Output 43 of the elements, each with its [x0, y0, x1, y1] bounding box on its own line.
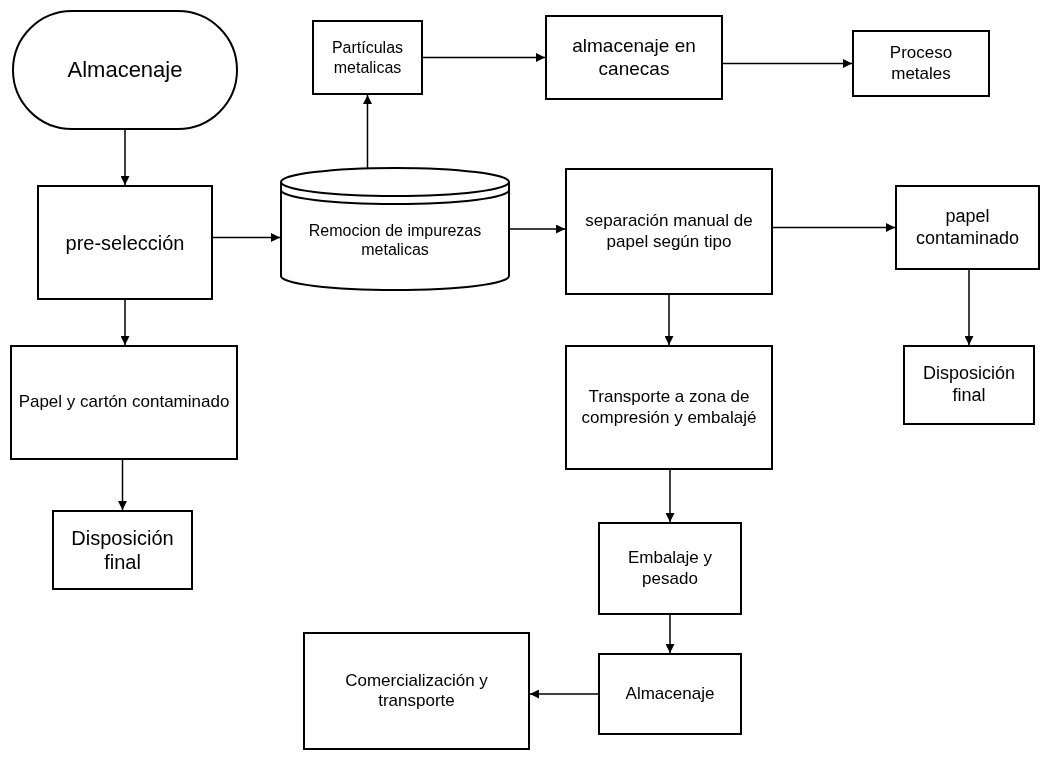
- process-box: [303, 632, 530, 750]
- arrow: [722, 59, 853, 68]
- process-box: [565, 345, 773, 470]
- process-box: [903, 345, 1035, 425]
- node-label: almacenaje en canecas: [571, 34, 697, 81]
- node-label: Remocion de impurezas metalicas: [307, 220, 483, 260]
- node-label: Partículas metalicas: [330, 38, 405, 77]
- process-box: [312, 20, 423, 95]
- process-box: [852, 30, 990, 97]
- arrow: [422, 53, 546, 62]
- arrow: [529, 689, 599, 699]
- node-label: separación manual de papel según tipo: [584, 211, 754, 252]
- process-box: [598, 522, 742, 615]
- arrow: [120, 129, 130, 186]
- node-label: Embalaje y pesado: [626, 548, 714, 589]
- arrow: [363, 94, 372, 169]
- arrow: [772, 223, 896, 232]
- process-box: [895, 185, 1040, 270]
- node-label: Disposición final: [70, 526, 175, 574]
- arrow: [664, 294, 674, 346]
- process-box: [52, 510, 193, 590]
- node-label: Almacenaje: [624, 683, 716, 705]
- node-label: Proceso metales: [888, 43, 954, 84]
- process-box: [37, 185, 213, 300]
- arrow: [212, 233, 281, 242]
- process-box: [545, 15, 723, 100]
- arrow: [665, 469, 675, 523]
- node-label: Comercialización y transporte: [344, 670, 489, 712]
- node-label: pre-selección: [64, 230, 186, 255]
- storage-cylinder: [280, 168, 510, 290]
- arrow: [509, 224, 566, 234]
- process-box: [10, 345, 238, 460]
- process-box: [598, 653, 742, 735]
- arrow: [665, 614, 675, 654]
- arrow: [118, 459, 127, 511]
- node-label: Almacenaje: [66, 56, 184, 84]
- node-label: Papel y cartón contaminado: [17, 392, 231, 413]
- node-label: papel contaminado: [914, 205, 1021, 250]
- node-label: Transporte a zona de compresión y embalajé: [580, 387, 758, 428]
- arrow: [964, 269, 974, 346]
- node-label: Disposición final: [921, 363, 1016, 407]
- process-box: [565, 168, 773, 295]
- arrow: [120, 299, 130, 346]
